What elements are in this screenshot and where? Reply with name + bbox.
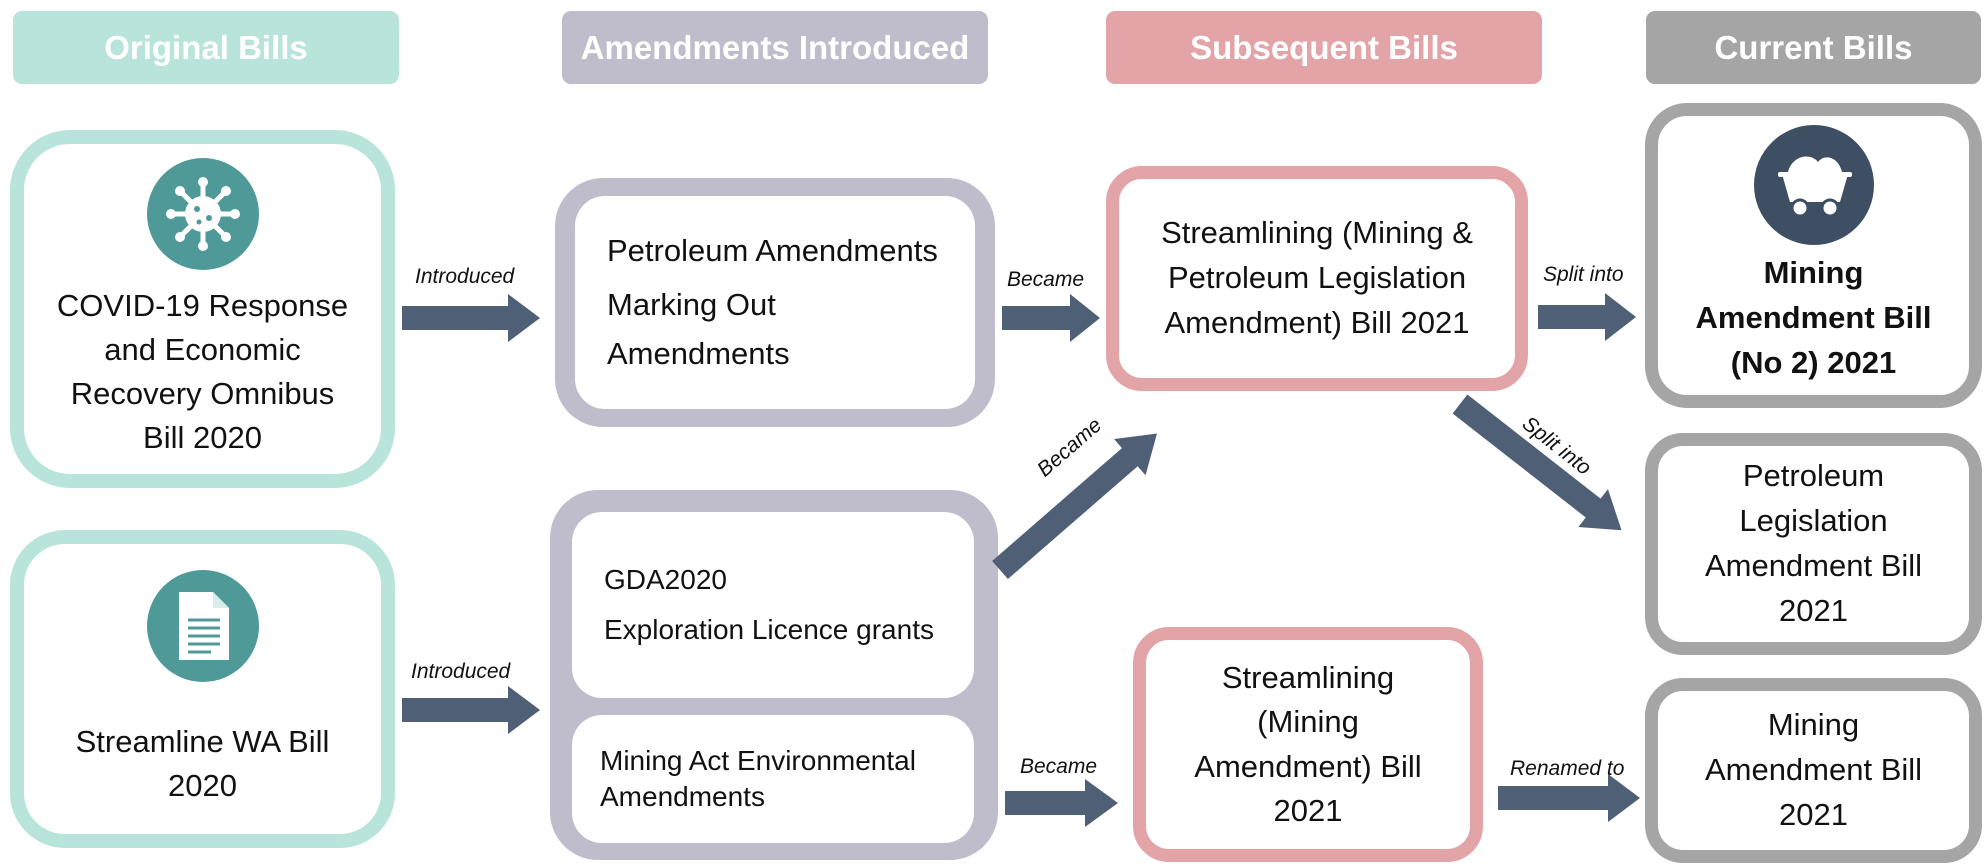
amendments-group-1-card: Petroleum Amendments Marking Out Amendme…	[575, 196, 975, 409]
bill-name-line: Petroleum Legislation	[1167, 260, 1467, 296]
header-current-bills: Current Bills	[1646, 11, 1981, 84]
bill-name-line: Amendment Bill	[1704, 548, 1923, 583]
arrow-renamed-to	[1498, 774, 1640, 822]
bill-name-line: Streamlining	[1221, 660, 1395, 696]
amendment-item: Exploration Licence grants	[604, 614, 934, 645]
bill-name-line: 2021	[1779, 796, 1848, 832]
bill-name-line: Streamline WA Bill	[75, 723, 330, 759]
label-became-1: Became	[1007, 268, 1085, 291]
amendment-item: Mining Act Environmental	[600, 745, 916, 777]
bill-name-line: Amendment) Bill	[1194, 748, 1422, 784]
arrow-introduced-1	[402, 294, 540, 342]
amendment-item: Petroleum Amendments	[607, 233, 938, 269]
bill-name-line: Recovery Omnibus	[70, 376, 335, 411]
label-renamed-to: Renamed to	[1510, 757, 1625, 780]
bill-name-line: (Mining	[1257, 704, 1359, 740]
amendments-group-3-card: Mining Act Environmental Amendments	[572, 715, 974, 843]
arrow-became-diagonal	[992, 433, 1157, 580]
arrow-became-1	[1002, 294, 1100, 342]
arrow-introduced-2	[402, 686, 540, 734]
bill-name-line: 2020	[168, 768, 237, 803]
bill-name-line: (No 2) 2021	[1730, 344, 1897, 380]
mine-cart-icon	[1753, 125, 1874, 246]
bill-name-line: 2021	[1779, 592, 1848, 628]
bill-name-line: Bill 2020	[143, 420, 262, 456]
bill-name-line: 2021	[1273, 792, 1343, 828]
header-original-bills: Original Bills	[13, 11, 399, 84]
covid-19-omnibus-bill-box: COVID-19 Response and Economic Recovery …	[10, 130, 395, 488]
bill-name-line: Streamlining (Mining &	[1161, 215, 1473, 251]
arrow-split-into-2	[1452, 394, 1622, 531]
bill-name-line: Legislation	[1739, 503, 1888, 539]
arrow-became-2	[1005, 779, 1118, 827]
mining-amendment-bill-no2-box: Mining Amendment Bill (No 2) 2021	[1645, 103, 1982, 408]
bill-name-line: Mining	[1767, 707, 1860, 743]
header-amendments-introduced: Amendments Introduced	[562, 11, 988, 84]
bill-name-line: Amendment Bill	[1695, 300, 1932, 336]
label-became-2: Became	[1020, 755, 1098, 778]
bill-name-line: Amendment) Bill 2021	[1164, 304, 1470, 340]
streamline-wa-bill-box: Streamline WA Bill 2020	[10, 530, 395, 848]
streamlining-mining-petroleum-bill-box: Streamlining (Mining & Petroleum Legisla…	[1106, 166, 1528, 391]
label-split-into-1: Split into	[1543, 263, 1624, 286]
amendments-group-1: Petroleum Amendments Marking Out Amendme…	[555, 178, 995, 427]
label-introduced-2: Introduced	[411, 660, 511, 683]
amendments-group-2-3: GDA2020 Exploration Licence grants Minin…	[550, 490, 998, 860]
amendment-item: GDA2020	[604, 563, 727, 595]
bill-name-line: Mining	[1763, 255, 1864, 291]
document-icon	[146, 569, 259, 682]
arrow-split-into-1	[1538, 293, 1636, 341]
mining-amendment-bill-box: Mining Amendment Bill 2021	[1645, 678, 1982, 863]
label-introduced-1: Introduced	[415, 265, 515, 288]
amendment-item: Marking Out	[607, 287, 776, 323]
amendments-group-2-card: GDA2020 Exploration Licence grants	[572, 512, 974, 698]
petroleum-legislation-amendment-bill-box: Petroleum Legislation Amendment Bill 202…	[1645, 433, 1982, 655]
bill-name-line: Amendment Bill	[1704, 752, 1923, 788]
virus-icon	[146, 157, 259, 270]
bill-name-line: Petroleum	[1742, 458, 1885, 494]
bill-name-line: COVID-19 Response	[56, 287, 349, 323]
bill-name-line: and Economic	[104, 331, 301, 367]
header-subsequent-bills: Subsequent Bills	[1106, 11, 1542, 84]
amendment-item: Amendments	[600, 781, 765, 812]
streamlining-mining-bill-box: Streamlining (Mining Amendment) Bill 202…	[1133, 627, 1483, 862]
amendment-item: Amendments	[607, 335, 790, 371]
